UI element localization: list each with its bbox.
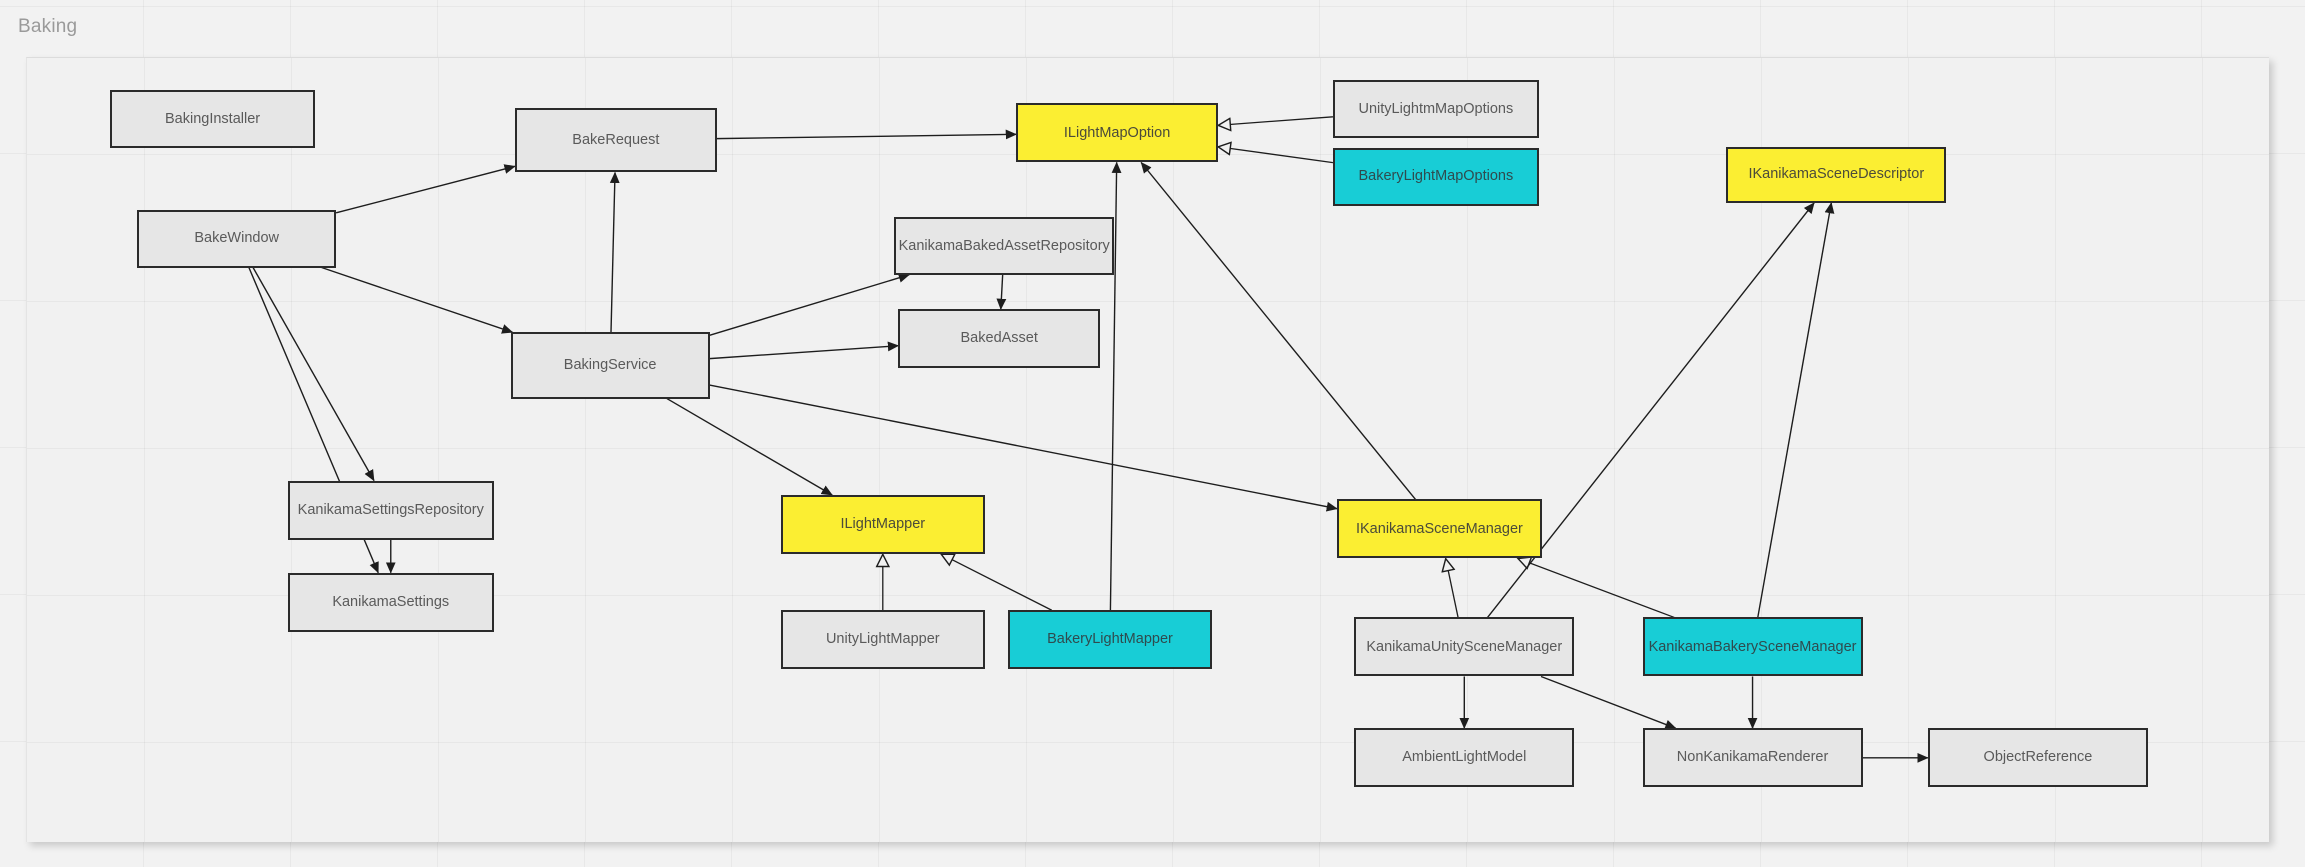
node-label: UnityLightmMapOptions — [1358, 100, 1514, 117]
node-label: ILightMapper — [840, 516, 926, 533]
node-IKanikamaSceneManager[interactable]: IKanikamaSceneManager — [1337, 499, 1542, 559]
node-KanikamaUnitySceneManager[interactable]: KanikamaUnitySceneManager — [1354, 617, 1575, 677]
node-ObjectReference[interactable]: ObjectReference — [1927, 728, 2148, 788]
edge-BakingService-to-BakeRequest[interactable] — [609, 171, 620, 333]
edge-BakingService-to-BakedAsset[interactable] — [709, 341, 900, 360]
node-label: ObjectReference — [1983, 749, 2093, 766]
node-IKanikamaSceneDescriptor[interactable]: IKanikamaSceneDescriptor — [1726, 146, 1947, 203]
edge-BakeWindow-to-BakeRequest[interactable] — [335, 164, 516, 214]
edge-KanikamaUnitySceneManager-to-IKanikamaSceneManager[interactable] — [1446, 558, 1459, 618]
edge-KanikamaUnitySceneManager-to-NonKanikamaRenderer[interactable] — [1540, 675, 1677, 730]
node-label: BakeRequest — [572, 131, 660, 148]
node-NonKanikamaRenderer[interactable]: NonKanikamaRenderer — [1642, 728, 1863, 788]
node-label: KanikamaSettings — [332, 593, 450, 610]
node-label: KanikamaUnitySceneManager — [1366, 638, 1563, 655]
edge-BakeWindow-to-BakingService[interactable] — [321, 266, 514, 334]
edge-KanikamaBakerySceneManager-to-IKanikamaSceneManager[interactable] — [1518, 558, 1675, 619]
node-KanikamaBakerySceneManager[interactable]: KanikamaBakerySceneManager — [1642, 617, 1863, 677]
node-BakingService[interactable]: BakingService — [510, 332, 710, 399]
node-BakeWindow[interactable]: BakeWindow — [137, 209, 337, 268]
edge-KanikamaBakedAssetRepository-to-BakedAsset[interactable] — [996, 274, 1007, 310]
node-label: IKanikamaSceneManager — [1355, 520, 1523, 537]
node-label: KanikamaBakerySceneManager — [1648, 638, 1857, 655]
edge-BakeRequest-to-ILightMapOption[interactable] — [716, 129, 1017, 140]
node-ILightMapOption[interactable]: ILightMapOption — [1016, 103, 1218, 163]
node-label: IKanikamaSceneDescriptor — [1748, 166, 1925, 183]
edge-BakingService-to-IKanikamaSceneManager[interactable] — [709, 384, 1338, 512]
node-BakingInstaller[interactable]: BakingInstaller — [110, 90, 315, 148]
node-label: BakeWindow — [194, 230, 279, 247]
node-label: KanikamaSettingsRepository — [297, 501, 484, 518]
node-KanikamaSettingsRepository[interactable]: KanikamaSettingsRepository — [287, 480, 494, 540]
edge-KanikamaBakerySceneManager-to-IKanikamaSceneDescriptor[interactable] — [1757, 202, 1835, 618]
node-UnityLightmMapOptions[interactable]: UnityLightmMapOptions — [1332, 80, 1539, 138]
page-title: Baking — [18, 16, 78, 37]
node-KanikamaSettings[interactable]: KanikamaSettings — [287, 572, 494, 632]
node-UnityLightMapper[interactable]: UnityLightMapper — [780, 610, 986, 670]
edge-BakingService-to-ILightMapper[interactable] — [666, 397, 833, 496]
node-ILightMapper[interactable]: ILightMapper — [780, 495, 986, 555]
node-BakeRequest[interactable]: BakeRequest — [515, 107, 717, 173]
node-label: KanikamaBakedAssetRepository — [898, 237, 1110, 254]
node-BakedAsset[interactable]: BakedAsset — [898, 309, 1101, 369]
node-label: NonKanikamaRenderer — [1676, 749, 1829, 766]
edge-BakeryLightMapper-to-ILightMapper[interactable] — [941, 554, 1053, 611]
node-label: BakeryLightMapper — [1047, 631, 1173, 648]
edge-BakingService-to-KanikamaBakedAssetRepository[interactable] — [709, 273, 910, 336]
node-label: ILightMapOption — [1063, 124, 1171, 141]
edge-BakeWindow-to-KanikamaSettingsRepository[interactable] — [252, 267, 375, 482]
node-KanikamaBakedAssetRepository[interactable]: KanikamaBakedAssetRepository — [894, 217, 1115, 275]
node-BakeryLightMapper[interactable]: BakeryLightMapper — [1007, 610, 1213, 670]
edge-BakeryLightMapOptions-to-ILightMapOption[interactable] — [1218, 147, 1334, 164]
node-label: BakedAsset — [960, 330, 1038, 347]
node-label: AmbientLightModel — [1402, 749, 1527, 766]
node-label: BakeryLightMapOptions — [1358, 168, 1514, 185]
node-label: BakingService — [563, 357, 657, 374]
edge-UnityLightmMapOptions-to-ILightMapOption[interactable] — [1218, 116, 1333, 126]
edge-IKanikamaSceneManager-to-ILightMapOption[interactable] — [1140, 161, 1416, 500]
node-label: BakingInstaller — [164, 110, 261, 127]
node-AmbientLightModel[interactable]: AmbientLightModel — [1354, 728, 1575, 788]
node-BakeryLightMapOptions[interactable]: BakeryLightMapOptions — [1332, 148, 1539, 206]
node-label: UnityLightMapper — [825, 631, 940, 648]
